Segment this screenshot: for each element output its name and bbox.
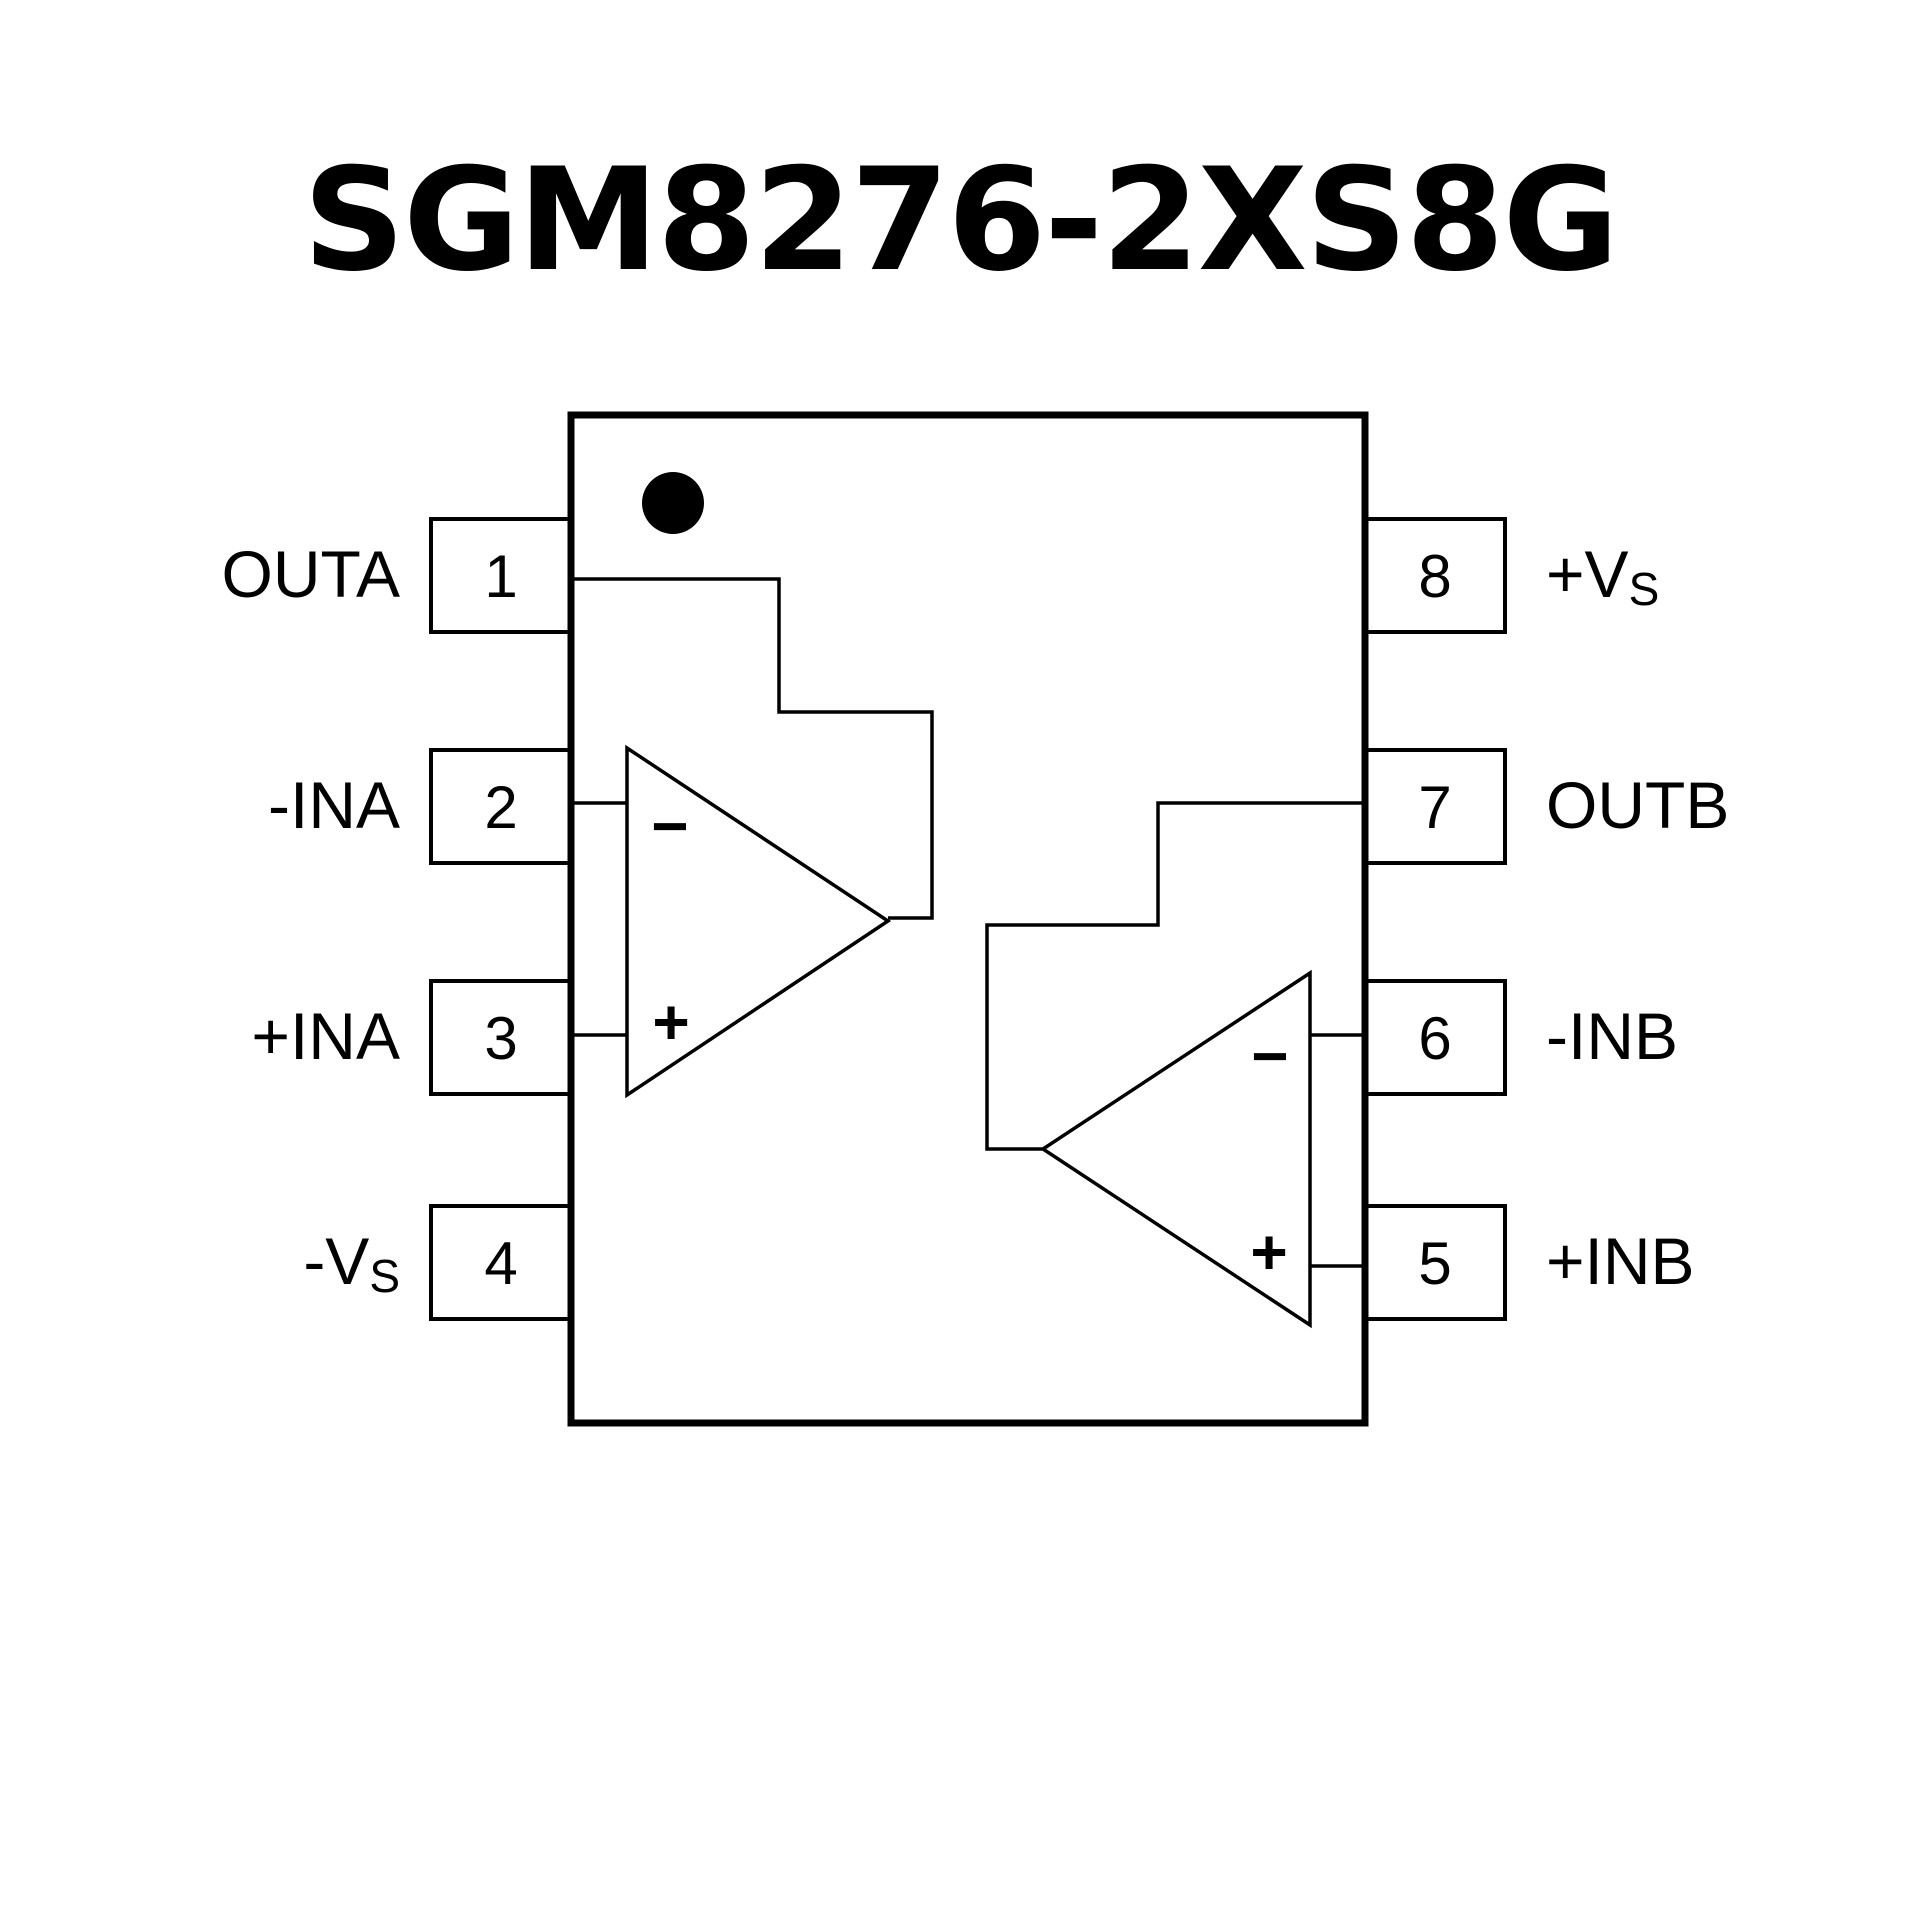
pin-3-box: [429, 979, 573, 1096]
amplifier-b-feedback-wire: [985, 801, 1362, 1151]
left-pins: 1 OUTA 2 -INA 3 +INA 4 -VS: [222, 517, 573, 1321]
amplifier-b-triangle: [1039, 969, 1312, 1329]
pin-8-box: [1363, 517, 1507, 634]
pin-3: 3 +INA: [251, 979, 573, 1096]
pin-1-label: OUTA: [222, 537, 400, 611]
pin-8-number: 8: [1418, 543, 1451, 610]
pin-6: 6 -INB: [1363, 979, 1678, 1096]
amplifier-a-plus-sign: +: [652, 986, 689, 1058]
pin-1-dot-icon: [642, 472, 704, 534]
pin-4-label-subscript: S: [369, 1250, 400, 1302]
pin-7-label: OUTB: [1546, 768, 1729, 842]
pin-8-label-subscript: S: [1629, 563, 1660, 615]
pin-8-label: +VS: [1546, 537, 1659, 615]
pin-4-number: 4: [484, 1230, 517, 1297]
pin-6-label: -INB: [1546, 999, 1678, 1073]
pin-2-number: 2: [484, 774, 517, 841]
pin-6-box: [1363, 979, 1507, 1096]
pin-5: 5 +INB: [1363, 1204, 1695, 1321]
amplifier-a-triangle: [625, 744, 892, 1099]
pin-2: 2 -INA: [268, 748, 573, 865]
pin-4-box: [429, 1204, 573, 1321]
pin-7-number: 7: [1418, 774, 1451, 841]
pin-1-box: [429, 517, 573, 634]
amplifier-b-minus-sign: −: [1251, 1020, 1288, 1092]
part-number-title: SGM8276-2XS8G: [302, 138, 1619, 303]
pin-3-label: +INA: [251, 999, 400, 1073]
pin-6-number: 6: [1418, 1005, 1451, 1072]
amplifier-a-feedback-wire: [574, 577, 934, 920]
amplifier-a: [574, 577, 934, 1099]
pin-1-number: 1: [484, 543, 517, 610]
pin-2-box: [429, 748, 573, 865]
pin-8: 8 +VS: [1363, 517, 1659, 634]
pin-7: 7 OUTB: [1363, 748, 1729, 865]
pin-7-box: [1363, 748, 1507, 865]
pin-1: 1 OUTA: [222, 517, 573, 634]
amplifier-b: [985, 801, 1362, 1329]
pin-5-label: +INB: [1546, 1224, 1695, 1298]
pin-4-label: -VS: [303, 1224, 400, 1302]
pin-4: 4 -VS: [303, 1204, 573, 1321]
ic-body: [567, 411, 1369, 1427]
pin-3-number: 3: [484, 1005, 517, 1072]
amplifier-a-minus-sign: −: [651, 790, 688, 862]
amplifier-b-plus-sign: +: [1250, 1216, 1287, 1288]
pin-5-number: 5: [1418, 1230, 1451, 1297]
pin-2-label: -INA: [268, 768, 400, 842]
right-pins: 8 +VS 7 OUTB 6 -INB 5 +INB: [1363, 517, 1729, 1321]
